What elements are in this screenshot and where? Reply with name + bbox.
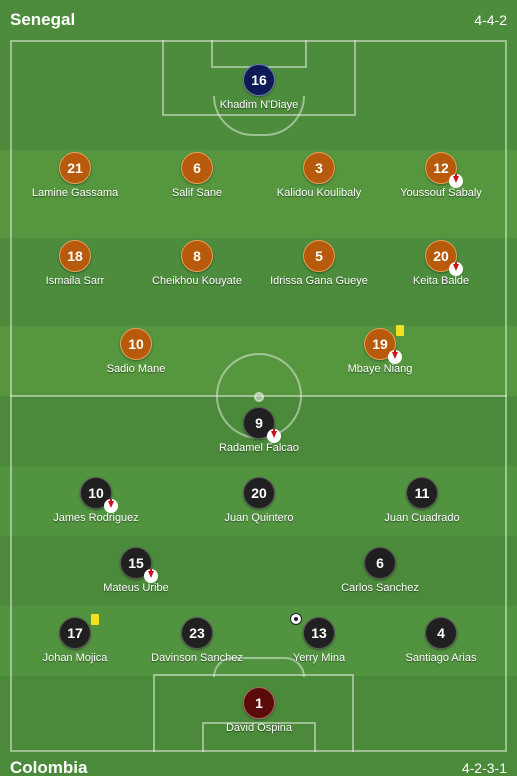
sub-off-arrow-icon [267, 429, 281, 443]
player-name: David Ospina [225, 722, 293, 734]
player-name: Mateus Uribe [103, 582, 169, 594]
player-number-wrap: 10 [80, 477, 118, 513]
player-token[interactable]: 4 Santiago Arias [371, 617, 511, 664]
player-name: Idrissa Gana Gueye [270, 275, 368, 287]
player-number-wrap: 12 [425, 152, 463, 188]
pitch-stripe [0, 536, 517, 606]
player-name: Kalidou Koulibaly [276, 187, 362, 199]
player-name: Salif Sane [171, 187, 223, 199]
player-token[interactable]: 12 Youssouf Sabaly [371, 152, 511, 199]
player-name: Juan Cuadrado [384, 512, 460, 524]
player-token[interactable]: 10 Sadio Mane [66, 328, 206, 375]
player-number: 16 [243, 64, 275, 96]
player-number-wrap: 20 [425, 240, 463, 276]
player-number-wrap: 19 [364, 325, 404, 364]
football-icon [290, 613, 302, 625]
home-team-name[interactable]: Senegal [10, 10, 76, 29]
player-number: 3 [303, 152, 335, 184]
player-name: Santiago Arias [405, 652, 477, 664]
player-number: 4 [425, 617, 457, 649]
player-name: Sadio Mane [106, 363, 166, 375]
player-token[interactable]: 21 Lamine Gassama [5, 152, 145, 199]
player-name: Juan Quintero [224, 512, 294, 524]
player-name: James Rodriguez [53, 512, 139, 524]
player-name: Khadim N'Diaye [219, 99, 299, 111]
player-token[interactable]: 6 Salif Sane [127, 152, 267, 199]
player-token[interactable]: 5 Idrissa Gana Gueye [249, 240, 389, 287]
player-name: Keita Balde [412, 275, 470, 287]
player-number-wrap: 17 [59, 614, 99, 649]
player-number: 23 [181, 617, 213, 649]
sub-off-arrow-icon [144, 569, 158, 583]
player-number: 6 [181, 152, 213, 184]
player-token[interactable]: 13 Yerry Mina [249, 613, 389, 664]
player-token[interactable]: 17 Johan Mojica [5, 614, 145, 664]
player-name: Radamel Falcao [218, 442, 300, 454]
player-token[interactable]: 19 Mbaye Niang [310, 325, 450, 375]
player-token[interactable]: 1 David Ospina [189, 687, 329, 734]
bottom-goal-box [202, 722, 316, 752]
player-number: 1 [243, 687, 275, 719]
yellow-card-icon [91, 614, 99, 625]
player-name: Carlos Sanchez [341, 582, 419, 594]
player-name: Mbaye Niang [347, 363, 413, 375]
player-number: 18 [59, 240, 91, 272]
player-token[interactable]: 20 Juan Quintero [189, 477, 329, 524]
player-number: 6 [364, 547, 396, 579]
player-number-wrap: 15 [120, 547, 158, 583]
player-name: Lamine Gassama [31, 187, 119, 199]
away-formation: 4-2-3-1 [461, 760, 507, 776]
player-name: Youssouf Sabaly [400, 187, 482, 199]
player-number: 20 [433, 248, 449, 264]
player-number: 17 [67, 625, 83, 641]
player-number: 12 [433, 160, 449, 176]
player-token[interactable]: 8 Cheikhou Kouyate [127, 240, 267, 287]
player-token[interactable]: 3 Kalidou Koulibaly [249, 152, 389, 199]
player-token[interactable]: 11 Juan Cuadrado [352, 477, 492, 524]
player-number: 21 [59, 152, 91, 184]
player-name: Davinson Sanchez [151, 652, 243, 664]
player-name: Yerry Mina [292, 652, 346, 664]
home-team-header: Senegal 4-4-2 [0, 0, 517, 40]
center-spot [254, 392, 264, 402]
player-token[interactable]: 15 Mateus Uribe [66, 547, 206, 594]
away-team-name[interactable]: Colombia [10, 758, 88, 776]
player-number: 13 [311, 625, 327, 641]
player-number: 10 [120, 328, 152, 360]
player-number: 19 [372, 336, 388, 352]
player-name: Cheikhou Kouyate [152, 275, 242, 287]
player-number: 8 [181, 240, 213, 272]
player-token[interactable]: 10 James Rodriguez [26, 477, 166, 524]
player-number: 9 [255, 415, 263, 431]
player-token[interactable]: 6 Carlos Sanchez [310, 547, 450, 594]
player-token[interactable]: 9 Radamel Falcao [189, 407, 329, 454]
yellow-card-icon [396, 325, 404, 336]
player-token[interactable]: 23 Davinson Sanchez [127, 617, 267, 664]
player-number: 11 [406, 477, 438, 509]
sub-off-arrow-icon [388, 350, 402, 364]
player-token[interactable]: 20 Keita Balde [371, 240, 511, 287]
player-number-wrap: 9 [243, 407, 281, 443]
player-token[interactable]: 18 Ismaila Sarr [5, 240, 145, 287]
player-number-wrap: 13 [290, 613, 335, 649]
home-formation: 4-4-2 [474, 12, 507, 28]
player-number: 5 [303, 240, 335, 272]
sub-off-arrow-icon [449, 174, 463, 188]
player-name: Ismaila Sarr [45, 275, 105, 287]
player-token[interactable]: 16 Khadim N'Diaye [189, 64, 329, 111]
player-number: 10 [88, 485, 104, 501]
player-name: Johan Mojica [42, 652, 108, 664]
player-number: 20 [243, 477, 275, 509]
sub-off-arrow-icon [104, 499, 118, 513]
sub-off-arrow-icon [449, 262, 463, 276]
player-number: 15 [128, 555, 144, 571]
